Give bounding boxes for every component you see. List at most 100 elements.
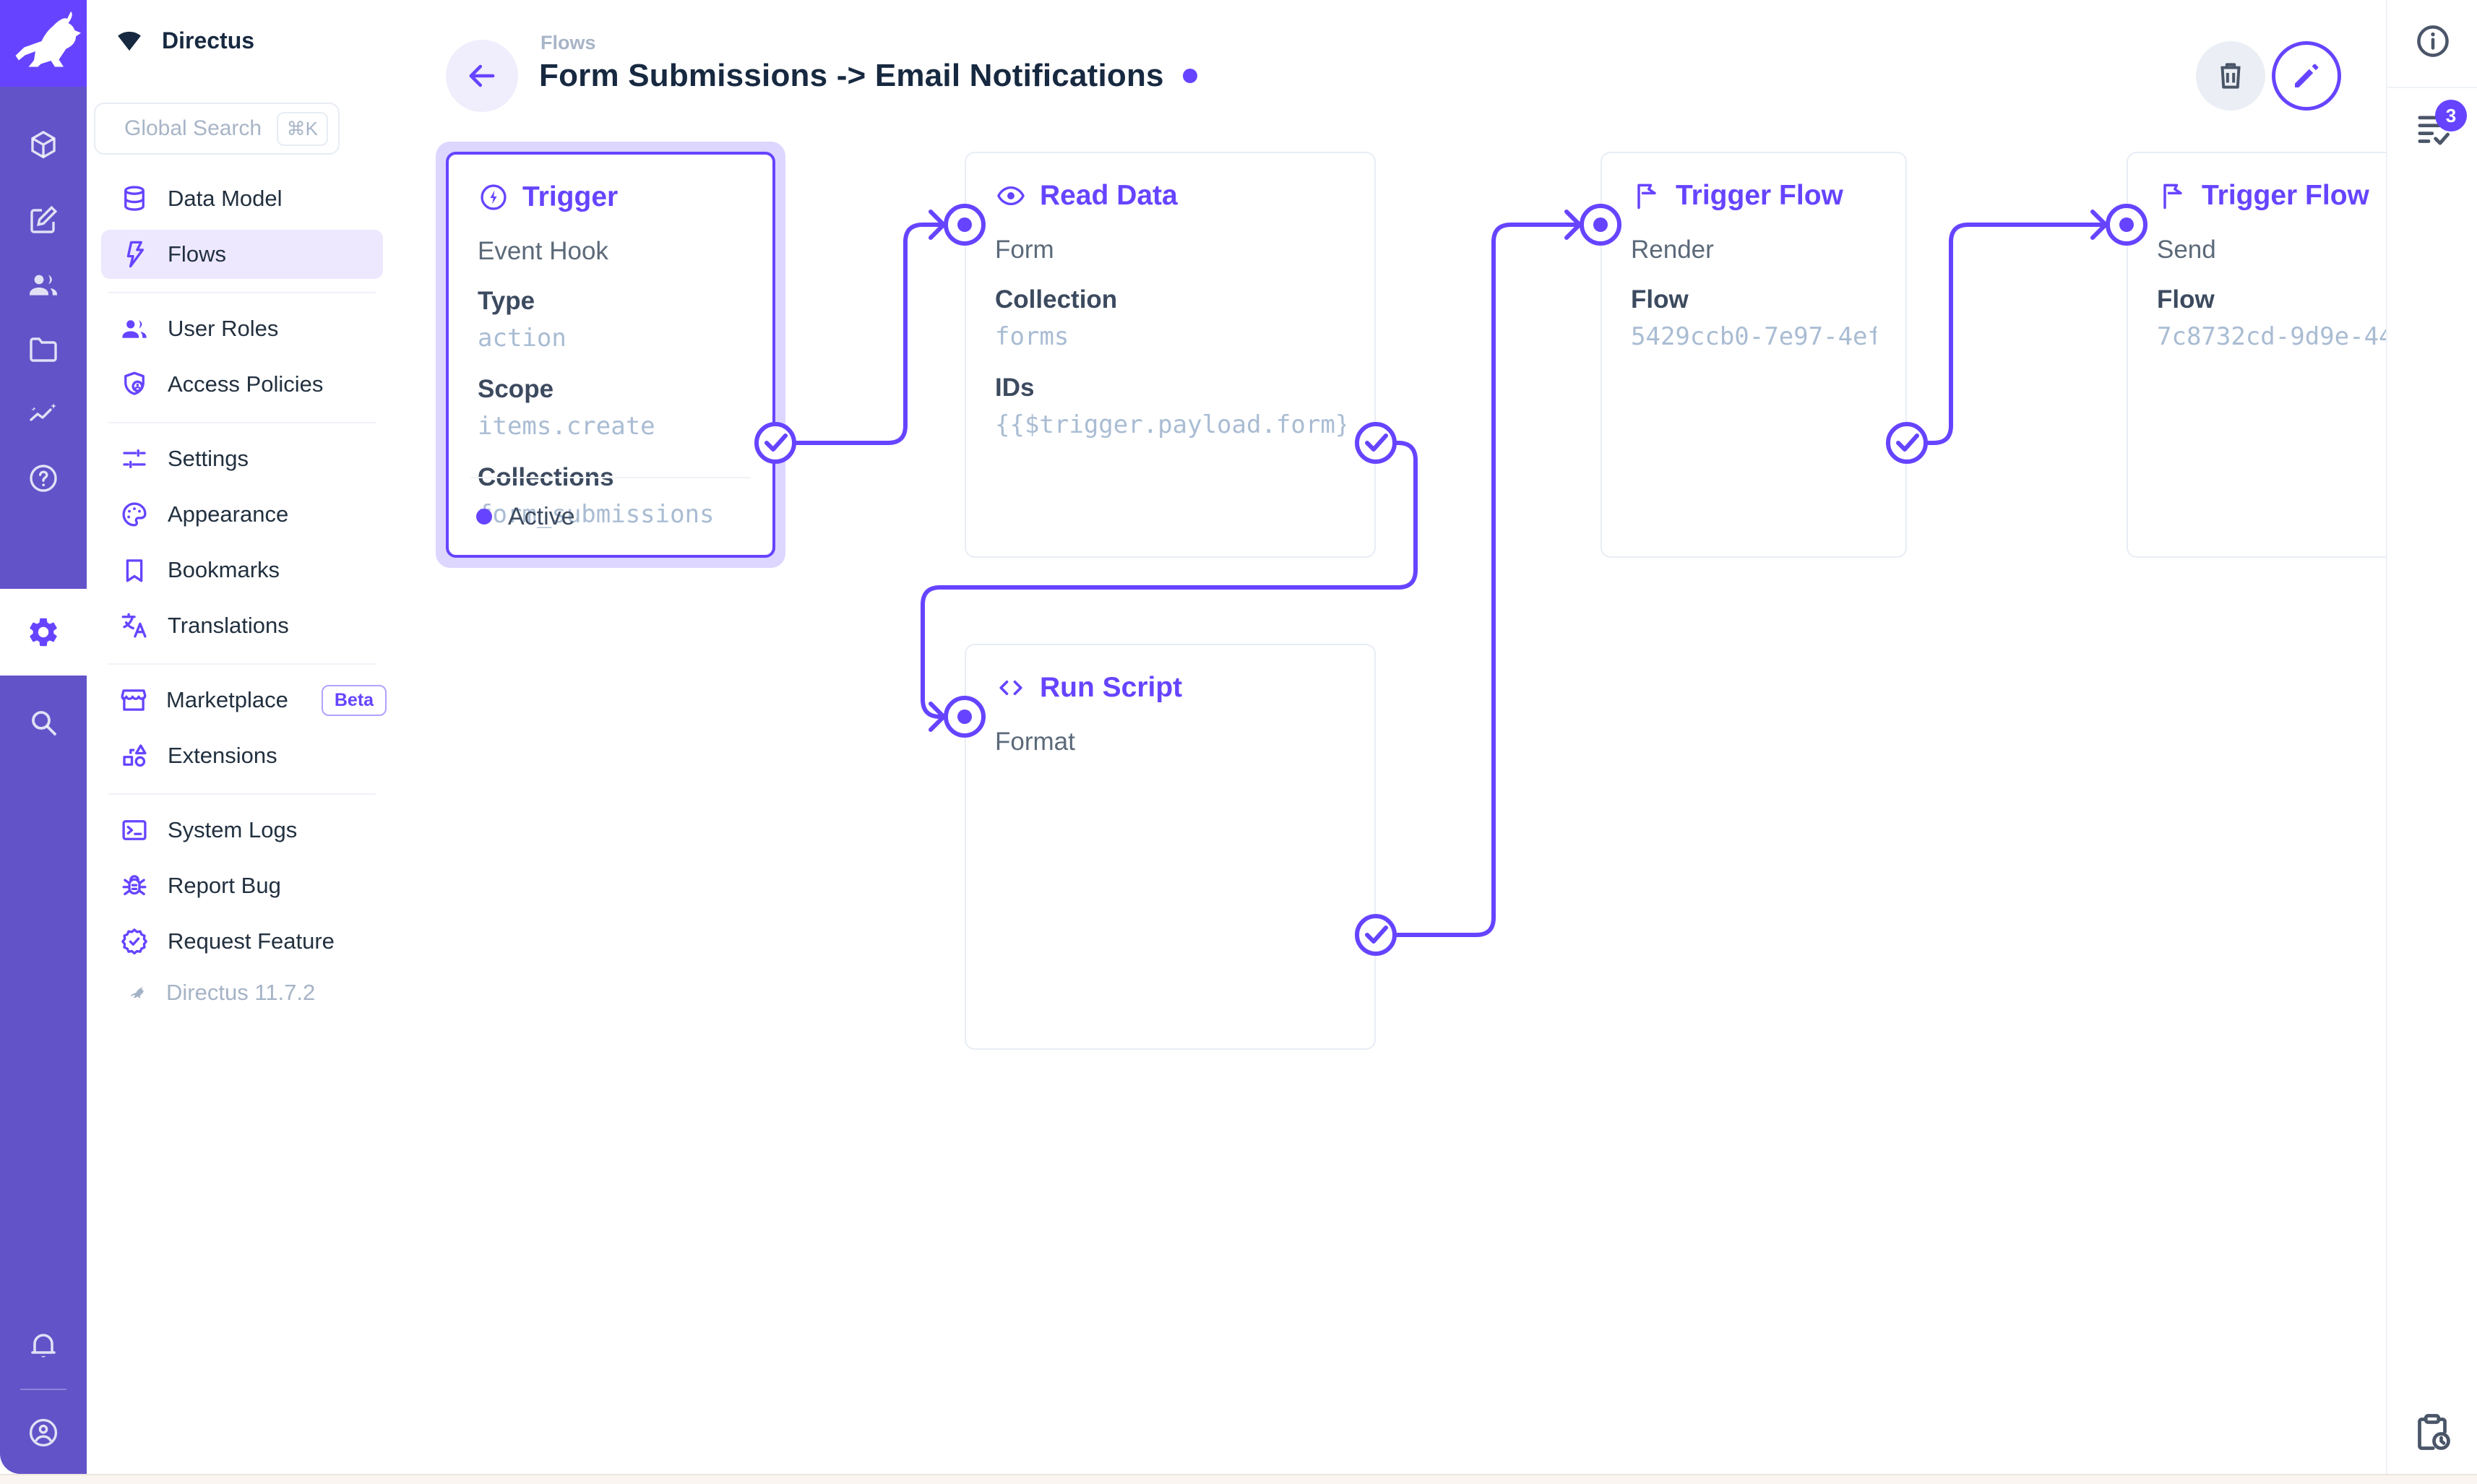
panel-title: Run Script	[1040, 672, 1183, 703]
sidebar-item-label: Marketplace	[166, 687, 288, 712]
bolt-circle-icon	[481, 184, 507, 210]
insights-icon	[30, 403, 56, 421]
sidebar-item-label: Settings	[168, 446, 249, 471]
panel-trigger[interactable]: Trigger Event Hook Type action Scope ite…	[446, 152, 775, 558]
sidebar-item-marketplace[interactable]: Marketplace Beta	[101, 676, 387, 725]
beta-badge: Beta	[321, 684, 387, 716]
field-label: Flow	[1631, 285, 1689, 314]
logs-list-icon	[2418, 116, 2450, 145]
user-avatar[interactable]	[0, 1398, 87, 1467]
bug-icon	[119, 870, 150, 902]
field-value: 5429ccb0-7e97-4ef5-9d65-2b…	[1631, 322, 1877, 351]
panel-trigger-flow-header: Trigger Flow	[2157, 175, 2477, 217]
sidebar-item-access-policies[interactable]: Access Policies	[101, 360, 383, 409]
right-sidebar: 3	[2386, 0, 2477, 1474]
notifications-button[interactable]	[0, 1311, 87, 1380]
trigger-status: Active	[470, 477, 751, 555]
clipboard-clock-icon	[2418, 1414, 2450, 1450]
logs-button[interactable]	[2412, 110, 2454, 152]
sidebar-item-system-logs[interactable]: System Logs	[101, 806, 383, 855]
people-icon	[30, 275, 57, 295]
page-title: Form Submissions -> Email Notifications	[539, 58, 1164, 93]
field-value: action	[478, 324, 567, 353]
palette-icon	[119, 499, 150, 530]
info-button[interactable]	[2413, 22, 2452, 61]
sidebar-item-label: Flows	[168, 241, 226, 267]
pencil-icon	[2295, 64, 2319, 87]
status-dot	[476, 509, 492, 525]
module-content[interactable]	[0, 111, 87, 180]
module-editor[interactable]	[0, 185, 87, 254]
panel-trigger-header: Trigger	[478, 176, 744, 218]
sidebar-item-extensions[interactable]: Extensions	[101, 731, 383, 780]
sidebar-item-translations[interactable]: Translations	[101, 601, 383, 650]
terminal-icon	[119, 814, 150, 846]
module-users[interactable]	[0, 250, 87, 319]
panel-run-script[interactable]: Run Script Format	[965, 644, 1376, 1050]
field-value: forms	[995, 322, 1069, 351]
nav-divider	[108, 663, 376, 665]
sidebar-item-bookmarks[interactable]: Bookmarks	[101, 545, 383, 595]
logs-badge: 3	[2435, 100, 2467, 131]
field-label: Flow	[2157, 285, 2215, 314]
module-files[interactable]	[0, 315, 87, 384]
panel-read-data-header: Read Data	[995, 175, 1345, 217]
nav-divider	[108, 422, 376, 423]
sidebar-item-flows[interactable]: Flows	[101, 230, 383, 279]
module-search[interactable]	[0, 688, 87, 757]
nav-sidebar: Directus Global Search ⌘K Data Model Flo…	[87, 0, 396, 1474]
flag-icon	[2163, 184, 2182, 210]
delete-flow-button[interactable]	[2196, 41, 2265, 111]
bell-icon	[31, 1334, 56, 1358]
sidebar-item-data-model[interactable]: Data Model	[101, 174, 383, 223]
edit-square-icon	[30, 205, 58, 233]
arrow-left-icon	[469, 64, 495, 87]
field-label: IDs	[995, 374, 1035, 402]
storefront-icon	[119, 684, 149, 716]
people-icon	[119, 313, 150, 345]
sidebar-item-report-bug[interactable]: Report Bug	[101, 861, 383, 910]
nav-divider	[108, 793, 376, 795]
global-search-input[interactable]: Global Search ⌘K	[94, 103, 340, 155]
pending-revisions-button[interactable]	[2411, 1410, 2454, 1454]
project-header[interactable]: Directus	[113, 20, 254, 61]
sidebar-item-label: Request Feature	[168, 928, 335, 954]
field-value: items.create	[478, 412, 655, 441]
feature-seal-icon	[119, 926, 150, 957]
panel-title: Trigger Flow	[2202, 180, 2369, 211]
rabbit-icon	[131, 986, 145, 998]
sidebar-item-label: Data Model	[168, 186, 283, 211]
desktop-strip	[0, 1474, 2477, 1484]
sidebar-item-label: Bookmarks	[168, 557, 280, 582]
search-shortcut-badge: ⌘K	[276, 111, 328, 146]
field-value: form_submissions	[478, 500, 715, 529]
panel-name: Send	[2157, 236, 2216, 264]
sidebar-item-user-roles[interactable]: User Roles	[101, 304, 383, 353]
module-help[interactable]	[0, 444, 87, 513]
nav-divider	[108, 292, 376, 293]
panel-name: Form	[995, 236, 1054, 264]
panel-read-data[interactable]: Read Data Form Collection forms IDs {{$t…	[965, 152, 1376, 558]
edit-flow-button[interactable]	[2272, 41, 2341, 111]
sidebar-item-label: User Roles	[168, 316, 279, 341]
panel-name: Format	[995, 728, 1075, 756]
panel-trigger-flow-render[interactable]: Trigger Flow Render Flow 5429ccb0-7e97-4…	[1601, 152, 1907, 558]
sidebar-item-settings[interactable]: Settings	[101, 434, 383, 483]
back-button[interactable]	[446, 40, 518, 112]
search-placeholder: Global Search	[124, 116, 262, 140]
module-settings[interactable]	[0, 589, 87, 676]
module-insights[interactable]	[0, 379, 87, 448]
sidebar-item-label: Appearance	[168, 501, 289, 527]
panel-title: Read Data	[1040, 180, 1178, 211]
sidebar-item-label: Access Policies	[168, 371, 324, 397]
sidebar-item-request-feature[interactable]: Request Feature	[101, 917, 383, 966]
sidebar-item-appearance[interactable]: Appearance	[101, 490, 383, 539]
gear-icon	[30, 618, 57, 647]
directus-logo[interactable]	[0, 0, 87, 87]
field-label: Scope	[478, 375, 554, 403]
sidebar-item-label: Translations	[168, 613, 289, 638]
sidebar-item-label: System Logs	[168, 817, 298, 842]
version-label: Directus 11.7.2	[166, 980, 316, 1005]
breadcrumb[interactable]: Flows	[540, 32, 596, 53]
